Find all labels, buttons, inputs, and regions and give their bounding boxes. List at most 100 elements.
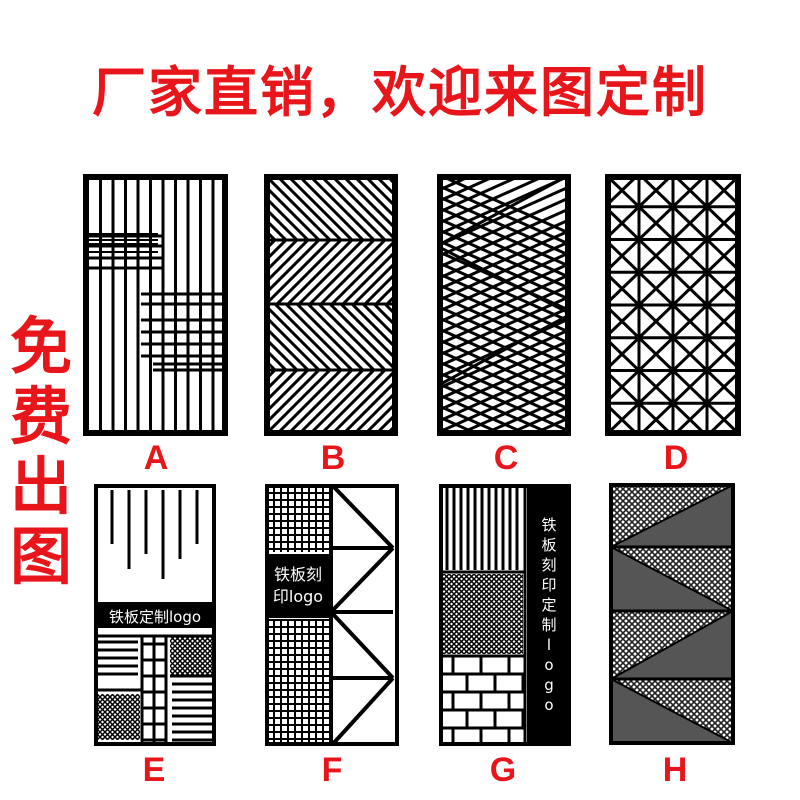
pattern-stroke	[437, 316, 571, 380]
pattern-stroke	[306, 370, 376, 436]
pattern-group	[264, 304, 398, 370]
panel-label-e: E	[142, 751, 166, 789]
pattern-stroke	[170, 636, 211, 676]
pattern-stroke	[439, 574, 485, 621]
pattern-stroke	[437, 360, 571, 424]
pattern-stroke	[671, 238, 709, 274]
panel-frame	[94, 484, 216, 746]
pattern-stroke	[712, 547, 733, 611]
panel-g-text-char: 定	[541, 596, 556, 614]
pattern-stroke	[488, 618, 523, 654]
panel-label-f: F	[321, 751, 343, 789]
panel-label-g: G	[489, 751, 517, 789]
pattern-stroke	[637, 369, 675, 405]
pattern-stroke	[437, 239, 571, 303]
panel-g-text-char: 板	[541, 536, 556, 554]
pattern-stroke	[718, 679, 733, 743]
pattern-stroke	[264, 323, 310, 370]
pattern-stroke	[116, 715, 140, 740]
pattern-stroke	[264, 240, 310, 287]
pattern-stroke	[295, 370, 365, 436]
pattern-stroke	[437, 272, 571, 336]
pattern-stroke	[637, 271, 675, 307]
pattern-stroke	[264, 204, 299, 240]
pattern-stroke	[184, 647, 212, 676]
panel-g-text-char: l	[547, 636, 551, 654]
pattern-stroke	[612, 611, 682, 679]
pattern-stroke	[317, 304, 387, 370]
pattern-stroke	[101, 700, 140, 740]
pattern-stroke	[706, 547, 733, 611]
pattern-stroke	[475, 393, 571, 436]
pattern-stroke	[718, 547, 733, 611]
panel-label-c: C	[493, 439, 519, 477]
panel-e-text-band	[94, 602, 216, 628]
pattern-stroke	[437, 294, 571, 358]
pattern-stroke	[273, 304, 343, 370]
pattern-stroke	[637, 238, 675, 274]
pattern-stroke	[170, 636, 206, 673]
pattern-stroke	[500, 404, 571, 436]
pattern-stroke	[352, 257, 398, 304]
panel-b	[264, 174, 398, 436]
pattern-stroke	[468, 598, 523, 654]
pattern-stroke	[437, 349, 571, 413]
panel-frame	[605, 174, 741, 436]
pattern-stroke	[437, 184, 571, 248]
pattern-stroke	[700, 679, 733, 743]
pattern-stroke	[170, 636, 201, 668]
pattern-stroke	[498, 574, 523, 600]
pattern-stroke	[437, 312, 571, 388]
pattern-stroke	[330, 240, 398, 304]
pattern-stroke	[437, 244, 571, 316]
pattern-stroke	[116, 694, 140, 719]
pattern-stroke	[712, 679, 733, 743]
panel-frame	[609, 483, 735, 745]
panel-frame	[265, 484, 399, 746]
pattern-stroke	[339, 304, 398, 364]
pattern-stroke	[273, 174, 343, 240]
pattern-stroke	[264, 215, 288, 240]
pattern-stroke	[458, 588, 523, 654]
pattern-stroke	[121, 720, 140, 740]
pattern-stroke	[498, 628, 523, 654]
pattern-stroke	[637, 336, 675, 372]
pattern-stroke	[372, 409, 398, 436]
pattern-stroke	[284, 174, 354, 240]
pattern-stroke	[264, 370, 310, 417]
pattern-stroke	[473, 603, 523, 654]
pattern-stroke	[439, 574, 490, 626]
pattern-stroke	[170, 654, 191, 676]
pattern-stroke	[611, 611, 640, 679]
panel-d-pattern	[605, 174, 741, 436]
pattern-stroke	[329, 676, 395, 746]
pattern-stroke	[121, 694, 140, 714]
pattern-stroke	[106, 705, 140, 740]
pattern-stroke	[478, 608, 523, 654]
panel-label-b: B	[320, 439, 346, 477]
side-text: 免 费 出 图	[6, 312, 76, 592]
pattern-stroke	[439, 574, 480, 616]
pattern-stroke	[611, 611, 664, 679]
pattern-stroke	[329, 484, 395, 550]
pattern-stroke	[439, 574, 470, 606]
panel-b-pattern	[264, 174, 398, 436]
pattern-stroke	[131, 730, 140, 740]
pattern-stroke	[126, 725, 140, 740]
pattern-stroke	[439, 617, 475, 654]
pattern-stroke	[611, 611, 634, 679]
pattern-stroke	[437, 217, 571, 281]
pattern-stroke	[264, 182, 321, 240]
pattern-stroke	[611, 611, 676, 679]
pattern-stroke	[264, 240, 332, 304]
pattern-stroke	[170, 659, 186, 676]
panel-g-text-char: 制	[541, 616, 556, 634]
panel-f-text-line2: 印logo	[273, 587, 323, 606]
pattern-group	[98, 694, 140, 740]
pattern-stroke	[328, 304, 398, 370]
pattern-stroke	[718, 547, 733, 611]
pattern-stroke	[174, 637, 212, 676]
pattern-stroke	[317, 174, 387, 240]
